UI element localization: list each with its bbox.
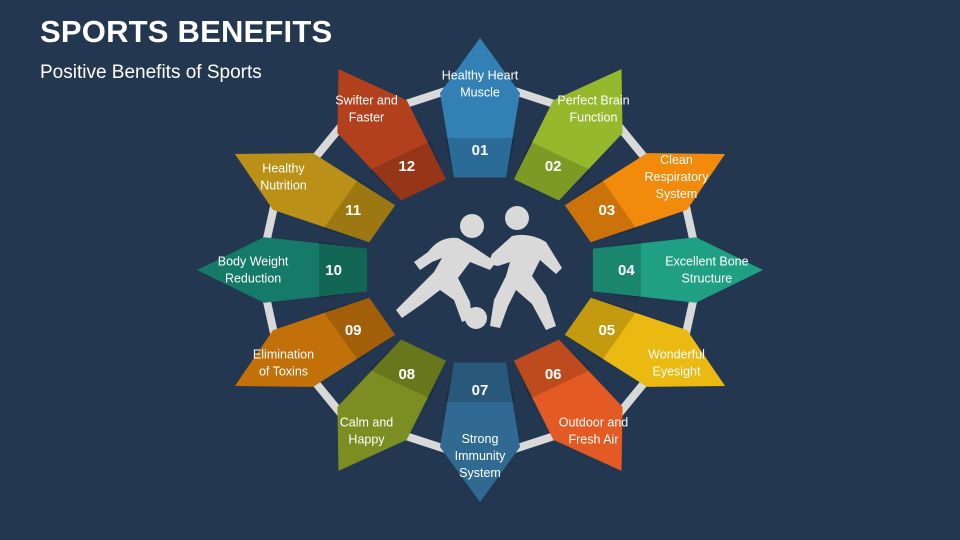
segment-shape [234, 297, 396, 387]
segment-number: 03 [598, 202, 615, 219]
connector-bar [513, 87, 560, 110]
connector-bar [680, 292, 699, 340]
segment-shape [513, 69, 623, 201]
segment-inner-shade [564, 297, 637, 361]
segment-number: 08 [398, 366, 415, 383]
segment-number: 04 [618, 262, 635, 279]
segment-number: 01 [472, 142, 489, 159]
connector-bar [261, 200, 280, 248]
connector-bar [400, 430, 447, 453]
segment-shape [564, 153, 726, 243]
segment-shape [592, 237, 763, 303]
player-right-head [505, 206, 529, 230]
segment-inner-shade [444, 138, 516, 178]
segment-number: 07 [472, 382, 489, 399]
segment-number: 11 [345, 202, 361, 219]
player-left-head [460, 214, 484, 238]
segment-number: 06 [545, 366, 562, 383]
segment-number: 05 [598, 322, 615, 339]
segment-shape [337, 339, 447, 471]
connector-bar [261, 292, 280, 340]
segment-inner-shade [592, 241, 641, 299]
segment-number: 02 [545, 158, 562, 175]
connector-bar [308, 375, 345, 417]
player-left-body [396, 237, 496, 322]
segment-inner-shade [369, 141, 447, 201]
player-right-body [488, 234, 562, 330]
slide-title: SPORTS BENEFITS [40, 14, 333, 49]
segment-shape [197, 237, 368, 303]
connector-bar [513, 430, 560, 453]
segment-inner-shade [319, 241, 368, 299]
connector-bar [615, 123, 652, 165]
ring-connectors [261, 87, 699, 453]
segment-number: 09 [345, 322, 362, 339]
segment-number: 10 [325, 262, 342, 279]
soccer-ball [465, 307, 487, 329]
segment-shape [337, 69, 447, 201]
connector-bar [308, 123, 345, 165]
segment-shape [234, 153, 396, 243]
segment-inner-shade [369, 339, 447, 399]
segment-inner-shade [444, 362, 516, 402]
segment-inner-shade [513, 339, 591, 399]
segment-shape [440, 362, 520, 502]
slide-subtitle: Positive Benefits of Sports [40, 62, 262, 83]
soccer-players-icon [396, 206, 562, 330]
segment-shape [513, 339, 623, 471]
segment-shape [564, 297, 726, 387]
segment-inner-shade [323, 179, 396, 243]
connector-bar [400, 87, 447, 110]
segment-inner-shade [323, 297, 396, 361]
segment-inner-shade [564, 179, 637, 243]
connector-bar [680, 200, 699, 248]
segment-number: 12 [398, 158, 415, 175]
connector-bar [615, 375, 652, 417]
segment-shape [440, 38, 520, 178]
segment-inner-shade [513, 141, 591, 201]
